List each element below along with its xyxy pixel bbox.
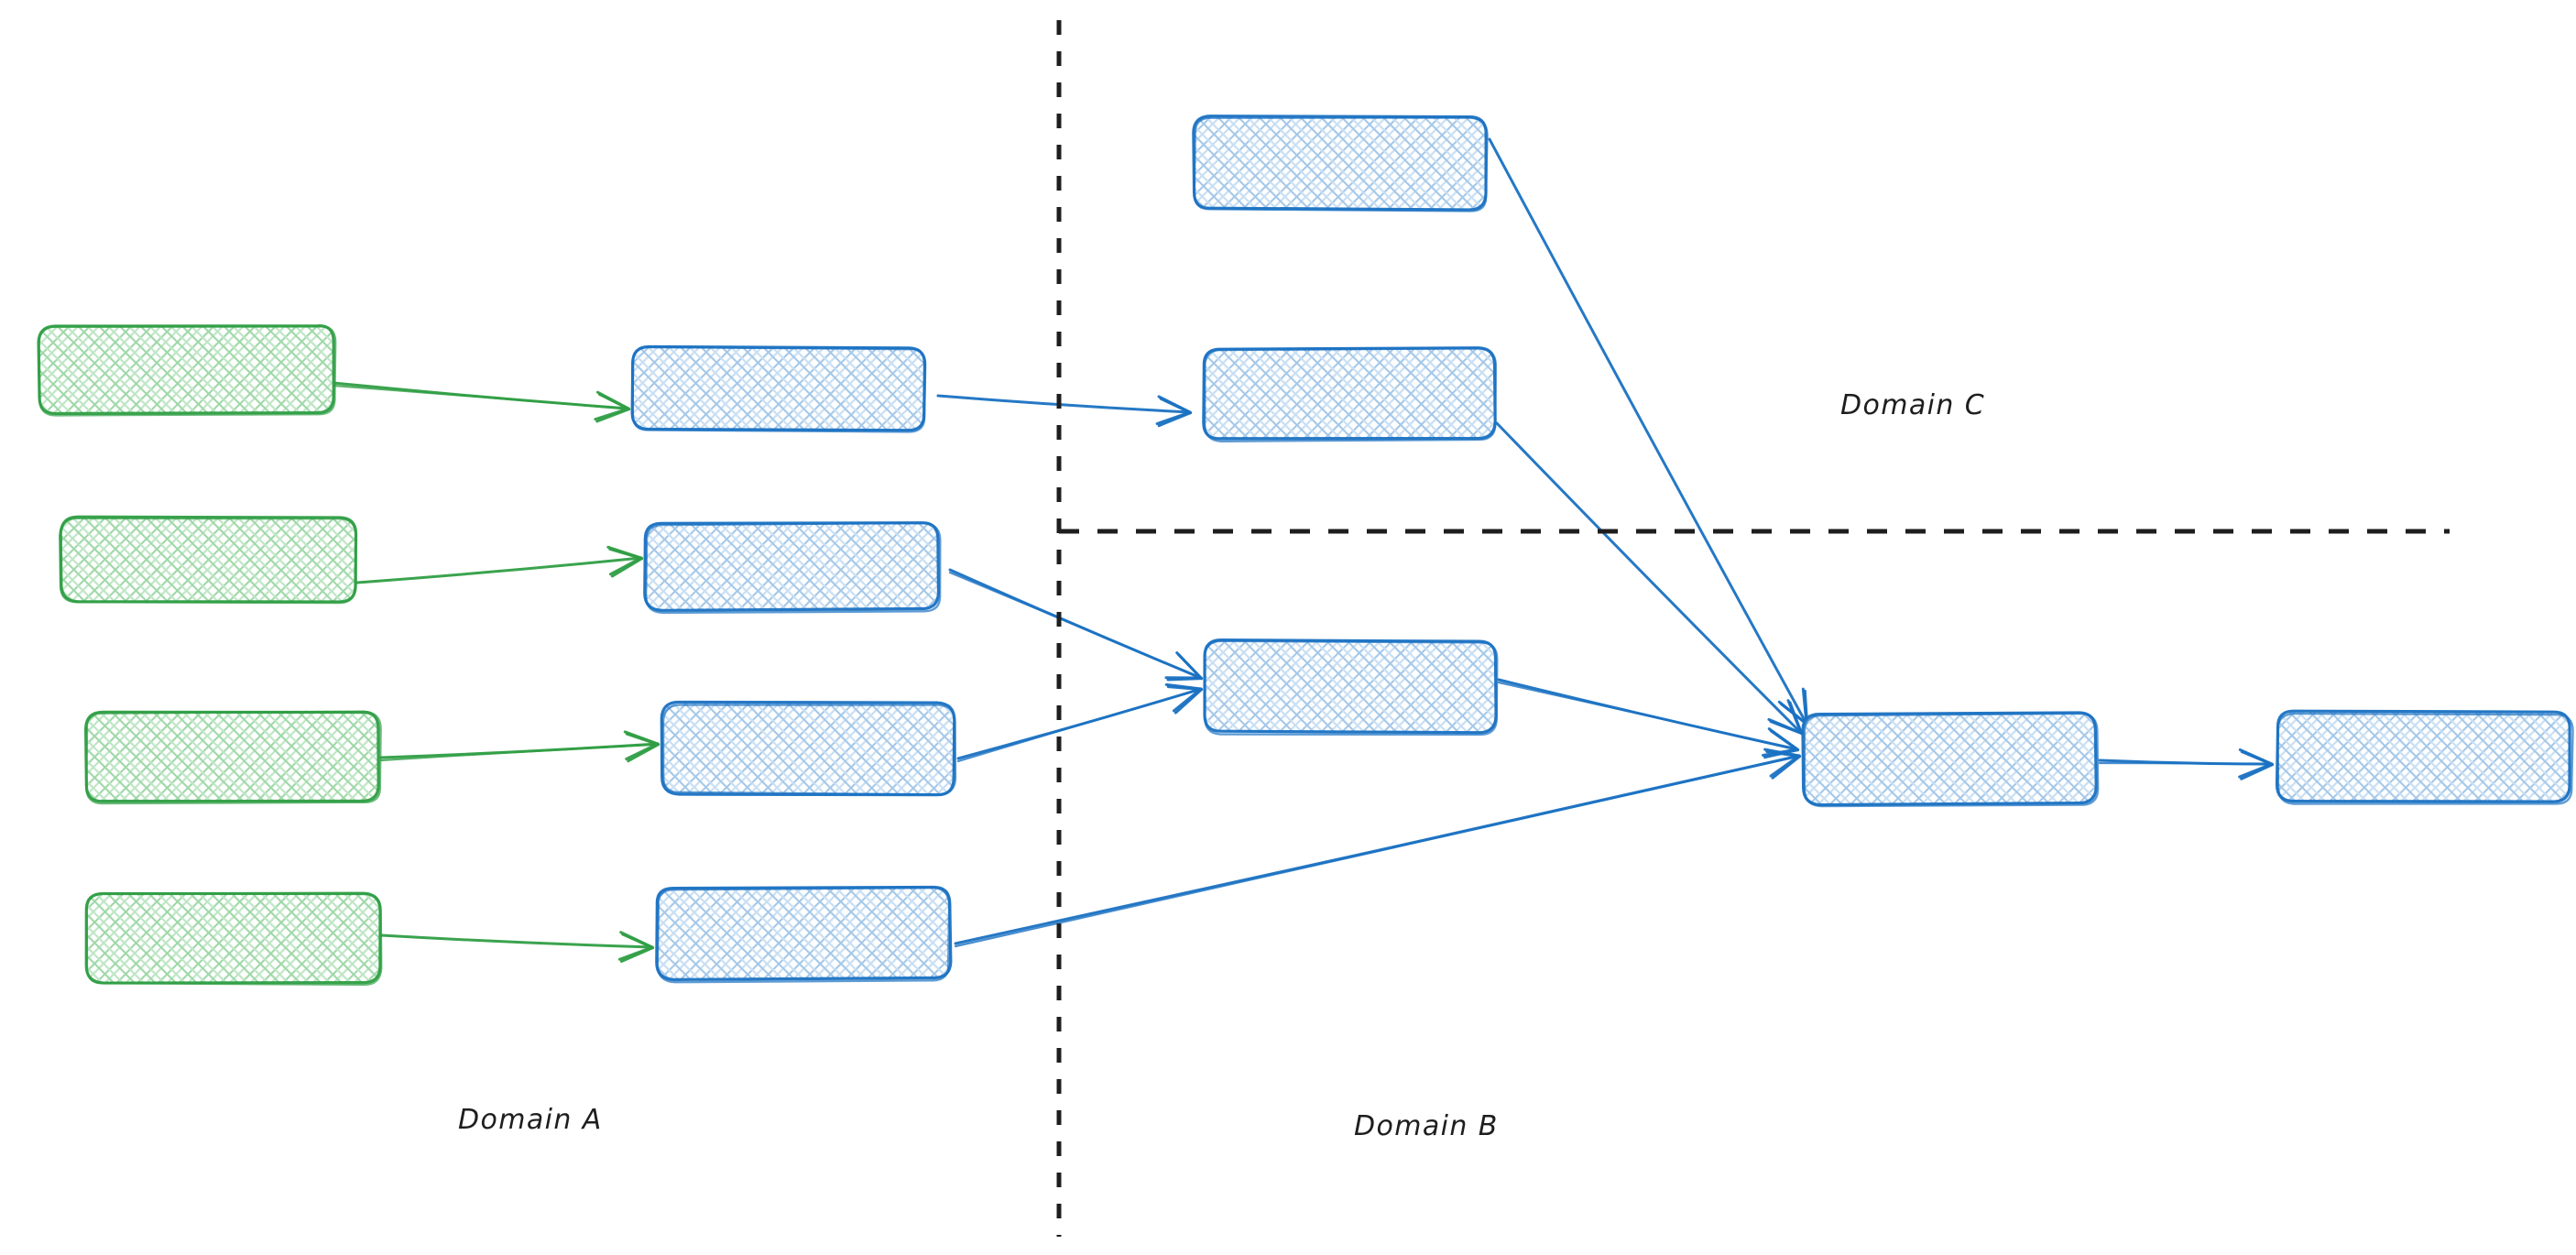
edge-a3-to-m3	[379, 730, 660, 763]
edge-a2-to-m2	[355, 545, 644, 584]
node-m2[interactable]	[643, 521, 942, 615]
edge-m2-to-b3	[948, 568, 1204, 682]
node-m4[interactable]	[655, 885, 953, 984]
domain-label-b: Domain B	[1354, 1110, 1499, 1142]
domain-label-c: Domain C	[1840, 389, 1986, 421]
divider-layer	[1056, 20, 2450, 1237]
edge-a1-to-m1	[332, 381, 631, 423]
domain-label-a: Domain A	[458, 1104, 603, 1136]
edge-layer	[332, 137, 2275, 963]
node-b3[interactable]	[1203, 638, 1499, 737]
edge-b2-to-c1	[1495, 421, 1804, 736]
node-a1[interactable]	[37, 324, 337, 417]
edge-m4-to-c1	[954, 748, 1802, 948]
node-a4[interactable]	[84, 891, 383, 987]
edge-m1-to-b2	[936, 394, 1193, 428]
node-m3[interactable]	[660, 700, 957, 797]
node-m1[interactable]	[630, 344, 927, 433]
edge-m3-to-b3	[956, 682, 1204, 763]
node-b2[interactable]	[1202, 346, 1498, 442]
node-c1[interactable]	[1801, 711, 2100, 808]
node-b1[interactable]	[1192, 115, 1489, 213]
node-layer	[37, 115, 2574, 987]
edge-b3-to-c1	[1497, 678, 1800, 759]
node-a3[interactable]	[83, 710, 382, 805]
edge-c1-to-c2	[2098, 748, 2275, 780]
node-c2[interactable]	[2275, 709, 2574, 805]
edge-b1-to-c1	[1488, 137, 1809, 726]
node-a2[interactable]	[59, 515, 358, 605]
edge-a4-to-m4	[379, 931, 655, 963]
